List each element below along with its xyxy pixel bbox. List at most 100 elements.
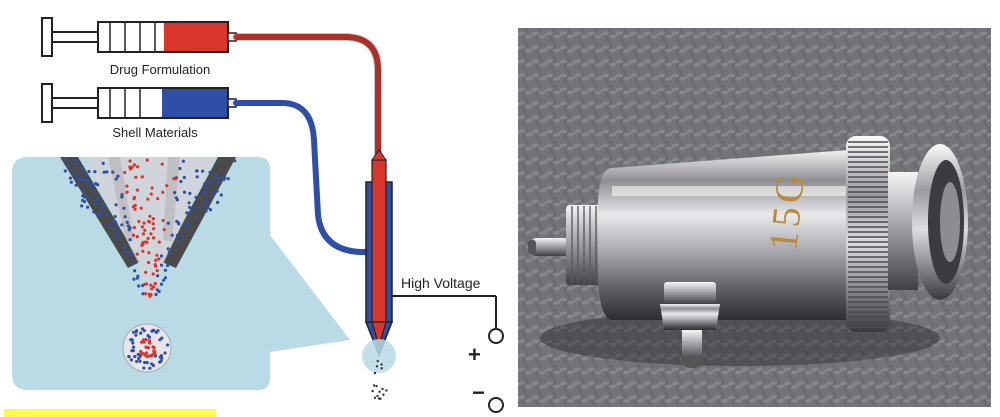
particle-dot <box>120 223 123 226</box>
particle-dot <box>136 235 139 238</box>
particle-dot <box>92 210 95 213</box>
particle-dot <box>140 207 143 210</box>
shell-materials-label: Shell Materials <box>112 125 198 140</box>
particle-dot <box>131 262 134 265</box>
particle-dot <box>132 234 135 237</box>
particle-dot <box>136 189 139 192</box>
particle-dot <box>183 176 186 179</box>
particle-dot <box>148 367 151 370</box>
particle-dot <box>75 174 78 177</box>
particle-dot <box>158 241 161 244</box>
nozzle-pin <box>532 238 568 256</box>
particle-dot <box>183 191 186 194</box>
particle-dot <box>147 334 150 337</box>
particle-dot <box>106 213 109 216</box>
particle-dot <box>163 228 166 231</box>
particle-dot <box>175 196 178 199</box>
particle-dot <box>132 205 135 208</box>
particle-dot <box>130 253 133 256</box>
particle-dot <box>132 278 135 281</box>
particle-dot <box>81 194 84 197</box>
particle-dot <box>129 159 132 162</box>
positive-terminal <box>489 329 503 343</box>
particle-dot <box>194 196 197 199</box>
particle-dot <box>176 234 179 237</box>
particle-dot <box>86 206 89 209</box>
particle-dot <box>117 227 120 230</box>
drug-syringe <box>42 18 236 56</box>
particle-dot <box>376 365 378 367</box>
particle-dot <box>168 251 171 254</box>
particle-dot <box>144 271 147 274</box>
particle-dot <box>139 350 142 353</box>
particle-dot <box>147 354 150 357</box>
particle-dot <box>140 244 143 247</box>
particle-dot <box>150 192 153 195</box>
particle-dot <box>147 220 150 223</box>
particle-dot <box>142 366 145 369</box>
particle-dot <box>160 337 163 340</box>
particle-dot <box>227 177 230 180</box>
particle-dot <box>179 180 182 183</box>
particle-dot <box>181 235 184 238</box>
particle-dot <box>378 391 380 393</box>
drug-tubing <box>236 37 378 160</box>
particle-dot <box>75 162 78 165</box>
particle-dot <box>171 234 174 237</box>
particle-dot <box>90 182 93 185</box>
particle-dot <box>160 283 163 286</box>
positive-sign: + <box>468 342 481 367</box>
coaxial-needle <box>366 150 392 355</box>
particle-dot <box>137 357 140 360</box>
particle-dot <box>154 259 157 262</box>
particle-dot <box>146 158 149 161</box>
particle-dot <box>64 169 67 172</box>
spray-zone <box>362 339 396 373</box>
particle-dot <box>133 355 136 358</box>
particle-dot <box>165 184 168 187</box>
particle-dot <box>143 229 146 232</box>
particle-dot <box>103 171 106 174</box>
particle-dot <box>173 191 176 194</box>
particle-dot <box>145 241 148 244</box>
particle-dot <box>134 334 137 337</box>
particle-dot <box>216 189 219 192</box>
particle-dot <box>152 236 155 239</box>
particle-dot <box>166 343 169 346</box>
particle-dot <box>166 264 169 267</box>
particle-dot <box>86 195 89 198</box>
particle-dot <box>147 237 150 240</box>
gauge-engraving: 15G <box>760 168 813 253</box>
particle-dot <box>164 276 167 279</box>
particle-dot <box>205 209 208 212</box>
particle-dot <box>126 221 129 224</box>
threaded-nose <box>566 205 602 285</box>
particle-dot <box>99 209 102 212</box>
particle-dot <box>178 167 181 170</box>
particle-dot <box>167 247 170 250</box>
particle-dot <box>70 171 73 174</box>
particle-dot <box>93 170 96 173</box>
particle-dot <box>114 215 117 218</box>
particle-dot <box>111 171 114 174</box>
particle-dot <box>150 330 153 333</box>
knurled-ring <box>846 136 890 332</box>
particle-dot <box>378 397 380 399</box>
particle-dot <box>125 185 128 188</box>
particle-dot <box>87 170 90 173</box>
particle-dot <box>108 223 111 226</box>
particle-dot <box>381 367 383 369</box>
particle-dot <box>81 199 84 202</box>
particle-dot <box>150 362 153 365</box>
particle-dot <box>77 178 80 181</box>
particle-dot <box>196 175 199 178</box>
particle-dot <box>116 234 119 237</box>
particle-dot <box>195 217 198 220</box>
particle-dot <box>130 358 133 361</box>
particle-dot <box>163 351 166 354</box>
particle-dot <box>209 208 212 211</box>
particle-dot <box>186 224 189 227</box>
particle-dot <box>374 397 376 399</box>
particle-dot <box>209 179 212 182</box>
particle-dot <box>154 263 157 266</box>
